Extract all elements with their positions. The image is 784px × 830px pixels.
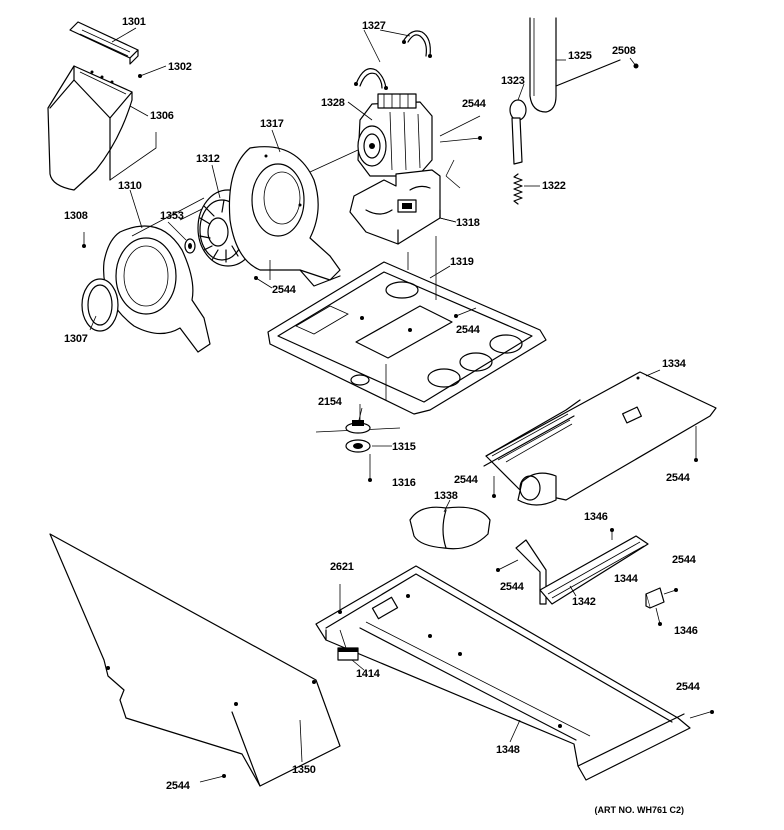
- part-1414-foot: [337, 629, 359, 661]
- callout-1346-upper: 1346: [584, 511, 608, 523]
- callout-1318: 1318: [456, 217, 480, 229]
- callout-2154: 2154: [318, 396, 342, 408]
- callout-2544-base: 2544: [456, 324, 480, 336]
- part-1344-clip-bracket: [645, 587, 678, 626]
- part-2621-screw: [338, 584, 342, 614]
- art-number: (ART NO. WH761 C2): [594, 805, 684, 815]
- part-1307-ring-gasket: [81, 278, 119, 332]
- callout-1307: 1307: [64, 333, 88, 345]
- callout-1322: 1322: [542, 180, 566, 192]
- part-1319-base: [267, 236, 547, 415]
- callout-1328: 1328: [321, 97, 345, 109]
- callout-1334: 1334: [662, 358, 686, 370]
- callout-1350: 1350: [292, 764, 316, 776]
- part-1302-screw: [138, 65, 167, 78]
- callout-1323: 1323: [501, 75, 525, 87]
- part-1325-drive-belt: [529, 17, 621, 113]
- callout-1308: 1308: [64, 210, 88, 222]
- callout-1348: 1348: [496, 744, 520, 756]
- callout-1315: 1315: [392, 441, 416, 453]
- part-1316-screw: [368, 454, 372, 482]
- callout-1327: 1327: [362, 20, 386, 32]
- callout-1302: 1302: [168, 61, 192, 73]
- callout-1310: 1310: [118, 180, 142, 192]
- part-2508-screw: [629, 57, 639, 69]
- part-2544-screw-blower: [254, 260, 273, 289]
- callout-1306: 1306: [150, 110, 174, 122]
- part-1328-motor: [309, 93, 433, 177]
- callout-1317: 1317: [260, 118, 284, 130]
- callout-1346-lower: 1346: [674, 625, 698, 637]
- part-1317-blower-scroll: [228, 146, 341, 287]
- callout-2544-panel: 2544: [166, 780, 190, 792]
- callout-1319: 1319: [450, 256, 474, 268]
- callout-1342: 1342: [572, 596, 596, 608]
- callout-1316: 1316: [392, 477, 416, 489]
- part-1306-lint-duct: [47, 65, 157, 191]
- callout-2508: 2508: [612, 45, 636, 57]
- callout-1353: 1353: [160, 210, 184, 222]
- callout-1414: 1414: [356, 668, 380, 680]
- part-2154-roller-axle: [315, 404, 401, 434]
- callout-1301: 1301: [122, 16, 146, 28]
- callout-2544-pan: 2544: [676, 681, 700, 693]
- callout-2544-clip: 2544: [672, 554, 696, 566]
- callout-1312: 1312: [196, 153, 220, 165]
- part-1308-screw: [82, 232, 86, 248]
- part-1301-lint-filter-strip: [69, 21, 139, 65]
- callout-2544-bracket: 2544: [500, 581, 524, 593]
- part-1318-motor-mount: [349, 169, 457, 245]
- part-1353-clip: [184, 238, 196, 254]
- part-1338-duct-elbow: [409, 472, 557, 550]
- part-2544-screw-motor: [439, 115, 482, 189]
- callout-2544-motor: 2544: [462, 98, 486, 110]
- callout-2544-blower: 2544: [272, 284, 296, 296]
- callout-1344: 1344: [614, 573, 638, 585]
- part-1322-spring: [513, 173, 540, 205]
- part-1315-roller: [345, 439, 392, 453]
- part-1342-bracket: [496, 528, 649, 605]
- callout-2544-support: 2544: [666, 472, 690, 484]
- callout-1325: 1325: [568, 50, 592, 62]
- callout-2544-duct: 2544: [454, 474, 478, 486]
- callout-2621: 2621: [330, 561, 354, 573]
- part-1323-idler-pulley: [509, 83, 527, 165]
- part-1348-base-pan: [315, 565, 714, 781]
- part-1327-wire-harness: [354, 29, 432, 90]
- callout-1338: 1338: [434, 490, 458, 502]
- callout-leader-lines: [89, 27, 661, 763]
- part-1350-rear-panel: [49, 533, 341, 787]
